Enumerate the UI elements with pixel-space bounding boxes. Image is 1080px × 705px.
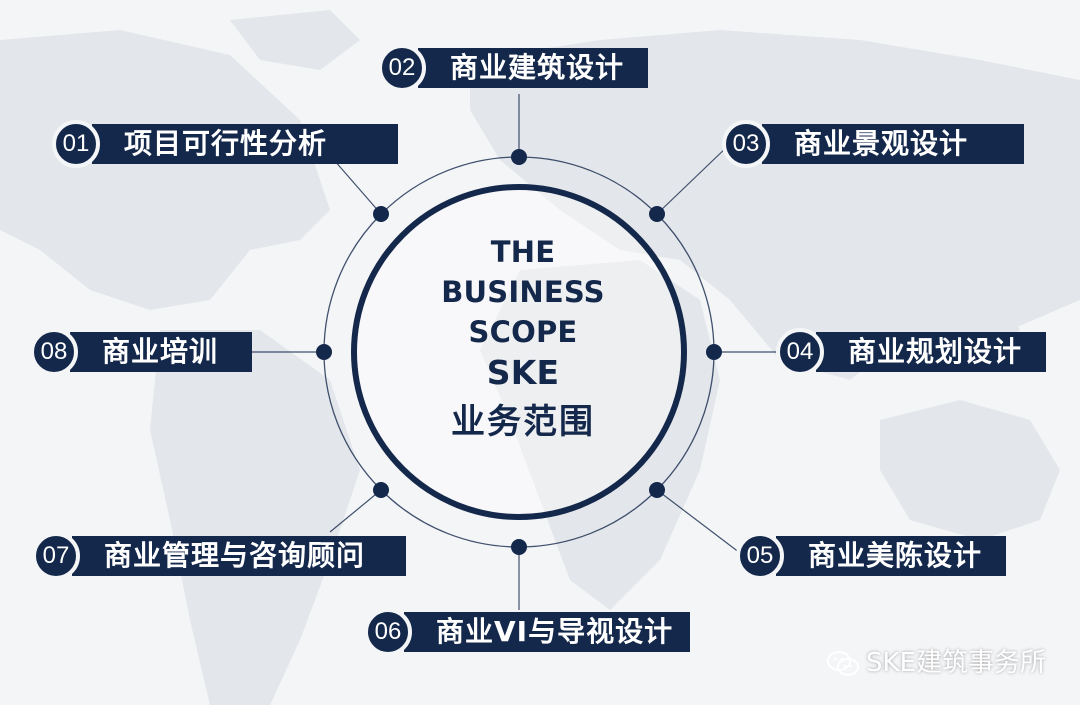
service-number-badge: 02 xyxy=(378,44,426,92)
wechat-icon xyxy=(826,650,860,678)
center-line-ske: SKE xyxy=(486,353,560,392)
center-line-scope: SCOPE xyxy=(468,315,578,349)
connector-01-dot xyxy=(373,206,389,222)
watermark: SKE建筑事务所 xyxy=(826,642,1046,679)
center-line-business: BUSINESS xyxy=(441,275,605,309)
connector-02-dot xyxy=(511,149,527,165)
service-number-badge: 03 xyxy=(722,120,770,168)
connector-03-line xyxy=(656,143,731,215)
center-line-the: THE xyxy=(490,235,556,269)
service-label: 商业规划设计 xyxy=(816,332,1046,372)
connector-06-dot xyxy=(511,539,527,555)
service-number-badge: 06 xyxy=(364,608,412,656)
service-label: 商业管理与咨询顾问 xyxy=(72,536,406,576)
connector-03-dot xyxy=(649,206,665,222)
service-label: 项目可行性分析 xyxy=(92,124,398,164)
service-label: 商业VI与导视设计 xyxy=(404,612,690,652)
service-label: 商业美陈设计 xyxy=(776,536,1006,576)
service-number-badge: 07 xyxy=(32,532,80,580)
service-number-badge: 04 xyxy=(776,328,824,376)
service-label: 商业培训 xyxy=(70,332,252,372)
connector-05-line xyxy=(656,489,745,557)
connector-07-line xyxy=(329,489,382,533)
service-number-badge: 08 xyxy=(30,328,78,376)
center-title: THE BUSINESS SCOPE SKE 业务范围 xyxy=(400,232,646,446)
connector-08-dot xyxy=(316,344,332,360)
inner-ring xyxy=(351,184,687,520)
service-label: 商业景观设计 xyxy=(762,124,1024,164)
connector-07-dot xyxy=(373,482,389,498)
service-number-badge: 05 xyxy=(736,532,784,580)
connector-01-line xyxy=(333,159,382,215)
watermark-text: SKE建筑事务所 xyxy=(866,648,1046,678)
service-label: 商业建筑设计 xyxy=(418,48,648,88)
service-number-badge: 01 xyxy=(52,120,100,168)
center-line-business-scope-cn: 业务范围 xyxy=(451,402,595,442)
connector-05-dot xyxy=(649,482,665,498)
connector-04-dot xyxy=(706,344,722,360)
